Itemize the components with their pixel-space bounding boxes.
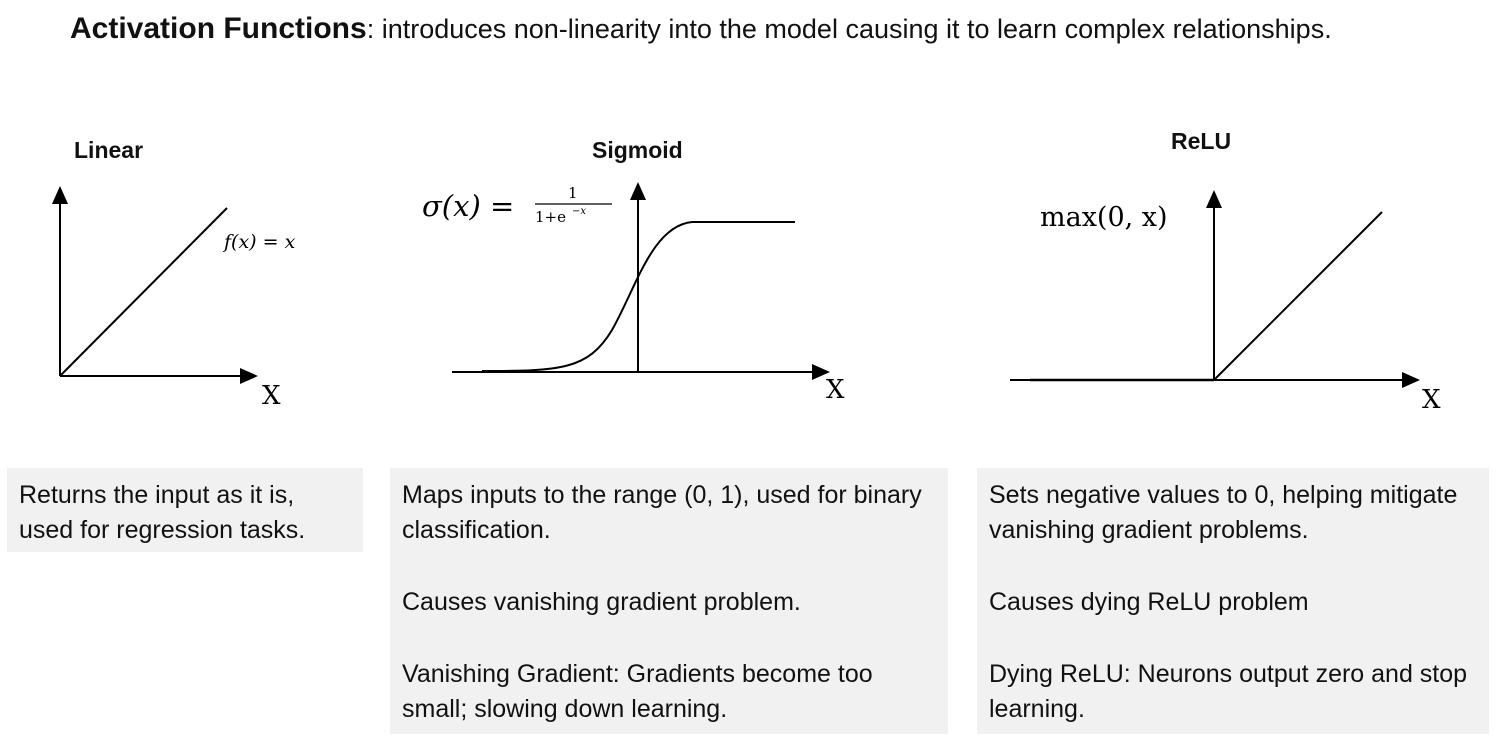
- linear-graph: f(x) = x X: [52, 186, 296, 411]
- page-header: Activation Functions: introduces non-lin…: [70, 12, 1490, 46]
- relu-formula: max(0, x): [1040, 202, 1168, 233]
- sigmoid-formula-denominator: 1+e: [535, 208, 566, 226]
- header-title-bold: Activation Functions: [70, 12, 367, 45]
- linear-x-label: X: [262, 381, 281, 411]
- sigmoid-formula-numerator: 1: [568, 184, 578, 202]
- sigmoid-description-3: Vanishing Gradient: Gradients become too…: [402, 660, 873, 723]
- relu-description-1: Sets negative values to 0, helping mitig…: [989, 481, 1458, 544]
- linear-description: Returns the input as it is, used for reg…: [19, 481, 306, 544]
- sigmoid-description-2: Causes vanishing gradient problem.: [402, 588, 801, 616]
- linear-curve: [59, 207, 228, 377]
- relu-x-label: X: [1422, 385, 1441, 415]
- relu-positive-segment: [1213, 211, 1383, 381]
- linear-title: Linear: [74, 137, 144, 163]
- sigmoid-description-box: Maps inputs to the range (0, 1), used fo…: [390, 468, 948, 734]
- sigmoid-description-1: Maps inputs to the range (0, 1), used fo…: [402, 481, 922, 544]
- header-title-rest: : introduces non-linearity into the mode…: [366, 14, 1332, 44]
- relu-graph: max(0, x) X: [1010, 190, 1441, 415]
- linear-formula: f(x) = x: [222, 231, 296, 253]
- sigmoid-curve: [481, 221, 795, 372]
- relu-title: ReLU: [1171, 128, 1232, 154]
- sigmoid-title: Sigmoid: [592, 137, 683, 163]
- sigmoid-x-label: X: [826, 375, 845, 405]
- sigmoid-formula-lhs: σ(x) =: [422, 189, 514, 223]
- relu-description-box: Sets negative values to 0, helping mitig…: [977, 468, 1489, 734]
- relu-description-3: Dying ReLU: Neurons output zero and stop…: [989, 660, 1468, 723]
- sigmoid-formula-exponent: −x: [572, 206, 586, 217]
- sigmoid-graph: σ(x) = 1 1+e −x X: [422, 182, 845, 405]
- linear-description-box: Returns the input as it is, used for reg…: [7, 468, 363, 552]
- relu-description-2: Causes dying ReLU problem: [989, 588, 1309, 616]
